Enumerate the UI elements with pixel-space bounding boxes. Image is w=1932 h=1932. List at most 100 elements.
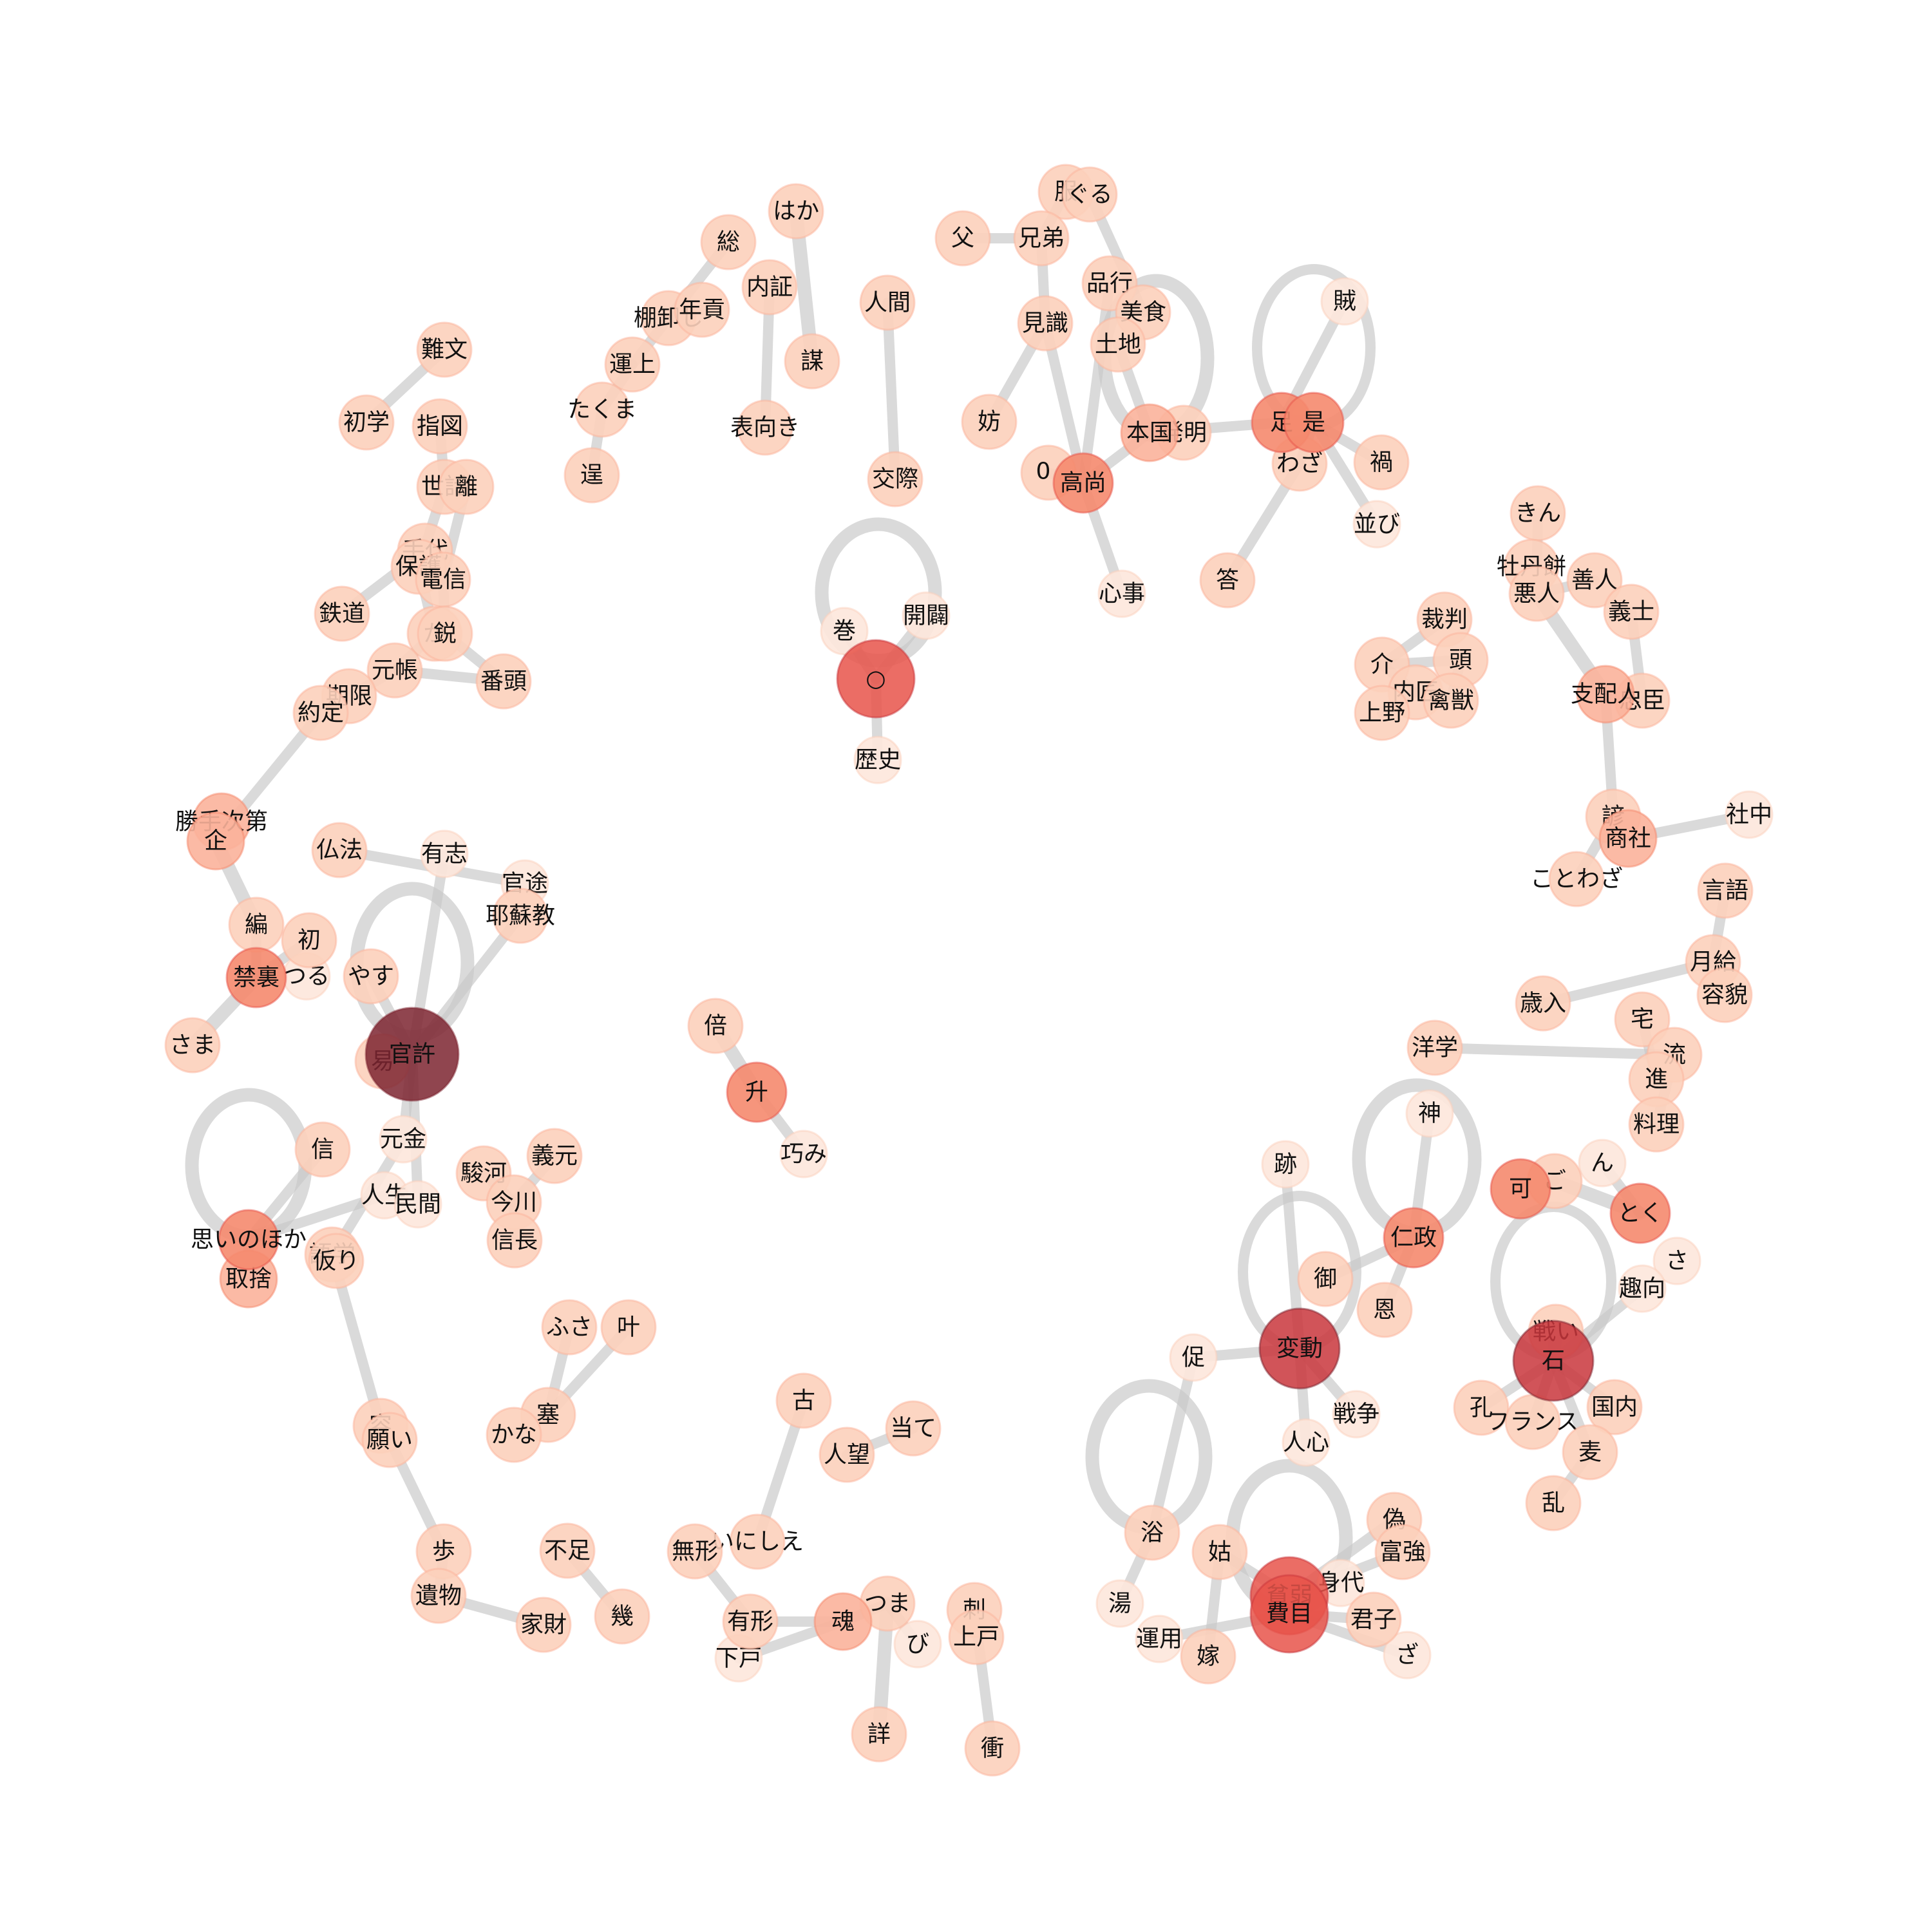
node-n121[interactable]: さ <box>1653 1236 1701 1285</box>
node-n5[interactable]: 年貢 <box>674 281 730 338</box>
node-n161[interactable]: 富強 <box>1374 1524 1431 1580</box>
node-n126[interactable]: フランス <box>1486 1394 1579 1450</box>
node-n108[interactable]: 神 <box>1405 1089 1454 1138</box>
node-n107[interactable]: 料理 <box>1628 1096 1685 1153</box>
node-n81[interactable]: さま <box>164 1017 221 1074</box>
node-n63[interactable]: 禽獣 <box>1423 672 1479 729</box>
node-n109[interactable]: 跡 <box>1261 1140 1310 1189</box>
node-n9[interactable]: 謀 <box>784 333 840 390</box>
node-n140[interactable]: 幾 <box>594 1588 650 1645</box>
node-n92[interactable]: 信 <box>294 1121 351 1178</box>
node-n71[interactable]: 企 <box>186 811 245 871</box>
node-n72[interactable]: 仏法 <box>311 822 368 878</box>
node-n68[interactable]: 社中 <box>1725 790 1774 839</box>
node-n99[interactable]: 言語 <box>1697 862 1754 919</box>
node-n42[interactable]: 鉄道 <box>314 585 370 642</box>
node-n157[interactable]: 運用 <box>1135 1615 1184 1663</box>
node-n34[interactable]: 難文 <box>416 321 473 378</box>
node-n155[interactable]: 浴 <box>1124 1504 1180 1561</box>
node-n165[interactable]: 君子 <box>1345 1591 1402 1648</box>
node-n127[interactable]: 国内 <box>1586 1379 1643 1435</box>
node-n141[interactable]: 古 <box>775 1372 832 1429</box>
node-n14[interactable]: ぐる <box>1061 166 1118 223</box>
node-n53[interactable]: きん <box>1510 485 1566 542</box>
node-n112[interactable]: 恩 <box>1356 1282 1413 1338</box>
node-n87[interactable]: 元金 <box>379 1115 428 1164</box>
node-n146[interactable]: 有形 <box>722 1593 779 1650</box>
node-n31[interactable]: 禍 <box>1353 434 1410 491</box>
node-n6[interactable]: 運上 <box>604 336 661 393</box>
node-n128[interactable]: 麦 <box>1562 1424 1618 1481</box>
node-n138[interactable]: 家財 <box>515 1596 572 1653</box>
node-n10[interactable]: 表向き <box>730 399 800 456</box>
node-n137[interactable]: 遺物 <box>410 1567 467 1624</box>
node-n28[interactable]: 是 <box>1283 392 1345 453</box>
node-n1[interactable]: はか <box>768 183 824 240</box>
node-n19[interactable]: 見識 <box>1017 295 1074 352</box>
node-n48[interactable]: 約定 <box>292 685 349 741</box>
node-n94[interactable]: 民間 <box>393 1180 442 1229</box>
node-n152[interactable]: 上戸 <box>948 1609 1005 1665</box>
node-n145[interactable]: 無形 <box>667 1523 723 1580</box>
node-n103[interactable]: 宅 <box>1614 991 1671 1048</box>
node-n41[interactable]: 電信 <box>415 551 471 608</box>
node-n143[interactable]: 人望 <box>819 1426 875 1483</box>
node-n20[interactable]: 土地 <box>1090 316 1146 373</box>
node-n136[interactable]: 歩 <box>415 1523 472 1580</box>
node-n82[interactable]: 官許 <box>365 1007 460 1102</box>
node-n119[interactable]: ん <box>1578 1139 1627 1188</box>
node-n89[interactable]: 義元 <box>526 1128 583 1184</box>
node-n158[interactable]: 姑 <box>1191 1524 1248 1580</box>
node-n73[interactable]: 有志 <box>420 829 469 878</box>
node-n102[interactable]: 歳入 <box>1515 975 1571 1032</box>
node-n33[interactable]: 答 <box>1199 552 1256 609</box>
node-n124[interactable]: 石 <box>1512 1320 1595 1402</box>
node-n115[interactable]: 戦争 <box>1332 1390 1381 1439</box>
node-n22[interactable]: 本国 <box>1120 403 1179 462</box>
node-n91[interactable]: 信長 <box>486 1212 543 1269</box>
node-n64[interactable]: 支配人 <box>1571 665 1640 724</box>
node-n51[interactable]: 開闢 <box>902 591 951 640</box>
node-n12[interactable]: 交際 <box>867 451 923 507</box>
node-n76[interactable]: 編 <box>228 896 285 953</box>
node-n142[interactable]: 当て <box>885 1400 942 1457</box>
node-n139[interactable]: 不足 <box>539 1522 596 1579</box>
node-n164[interactable]: 費目 <box>1249 1574 1329 1654</box>
node-n2[interactable]: 総 <box>700 214 757 270</box>
node-n45[interactable]: 元帳 <box>366 642 423 699</box>
node-n49[interactable]: ○ <box>836 639 916 719</box>
node-n130[interactable]: ふさ <box>541 1299 598 1356</box>
node-n52[interactable]: 歴史 <box>853 735 902 784</box>
node-n98[interactable]: 仮り <box>308 1233 365 1289</box>
node-n25[interactable]: 高尚 <box>1052 452 1114 514</box>
node-n86[interactable]: 巧み <box>779 1130 828 1179</box>
node-n156[interactable]: 湯 <box>1095 1579 1144 1628</box>
node-n7[interactable]: たくま <box>567 381 637 438</box>
node-n55[interactable]: 悪人 <box>1508 565 1565 622</box>
node-n131[interactable]: 叶 <box>600 1299 657 1356</box>
node-n95[interactable]: 思いのほか <box>191 1209 307 1271</box>
node-n69[interactable]: ことわざ <box>1530 851 1623 907</box>
node-n56[interactable]: 善人 <box>1566 552 1623 609</box>
node-n114[interactable]: 促 <box>1169 1333 1218 1382</box>
node-n150[interactable]: び <box>893 1620 942 1669</box>
node-n153[interactable]: 詳 <box>851 1706 907 1763</box>
node-n35[interactable]: 初学 <box>338 394 395 451</box>
node-n16[interactable]: 兄弟 <box>1013 210 1070 267</box>
node-n36[interactable]: 指図 <box>412 398 468 455</box>
node-n148[interactable]: 魂 <box>813 1592 873 1651</box>
node-n26[interactable]: 心事 <box>1097 569 1146 618</box>
node-n38[interactable]: 離 <box>438 459 495 515</box>
node-n154[interactable]: 衝 <box>964 1720 1021 1777</box>
node-n93[interactable]: 人生 <box>360 1171 409 1220</box>
node-n3[interactable]: 内証 <box>741 259 798 316</box>
node-n111[interactable]: 御 <box>1297 1251 1354 1307</box>
node-n80[interactable]: やす <box>343 948 399 1005</box>
node-n8[interactable]: 逞 <box>564 447 620 504</box>
node-n11[interactable]: 人間 <box>859 274 916 331</box>
node-n29[interactable]: 賊 <box>1320 277 1369 326</box>
node-n62[interactable]: 上野 <box>1354 685 1410 741</box>
node-n15[interactable]: 父 <box>934 210 991 267</box>
node-n120[interactable]: とく <box>1609 1182 1671 1244</box>
node-n135[interactable]: 願い <box>361 1412 418 1468</box>
